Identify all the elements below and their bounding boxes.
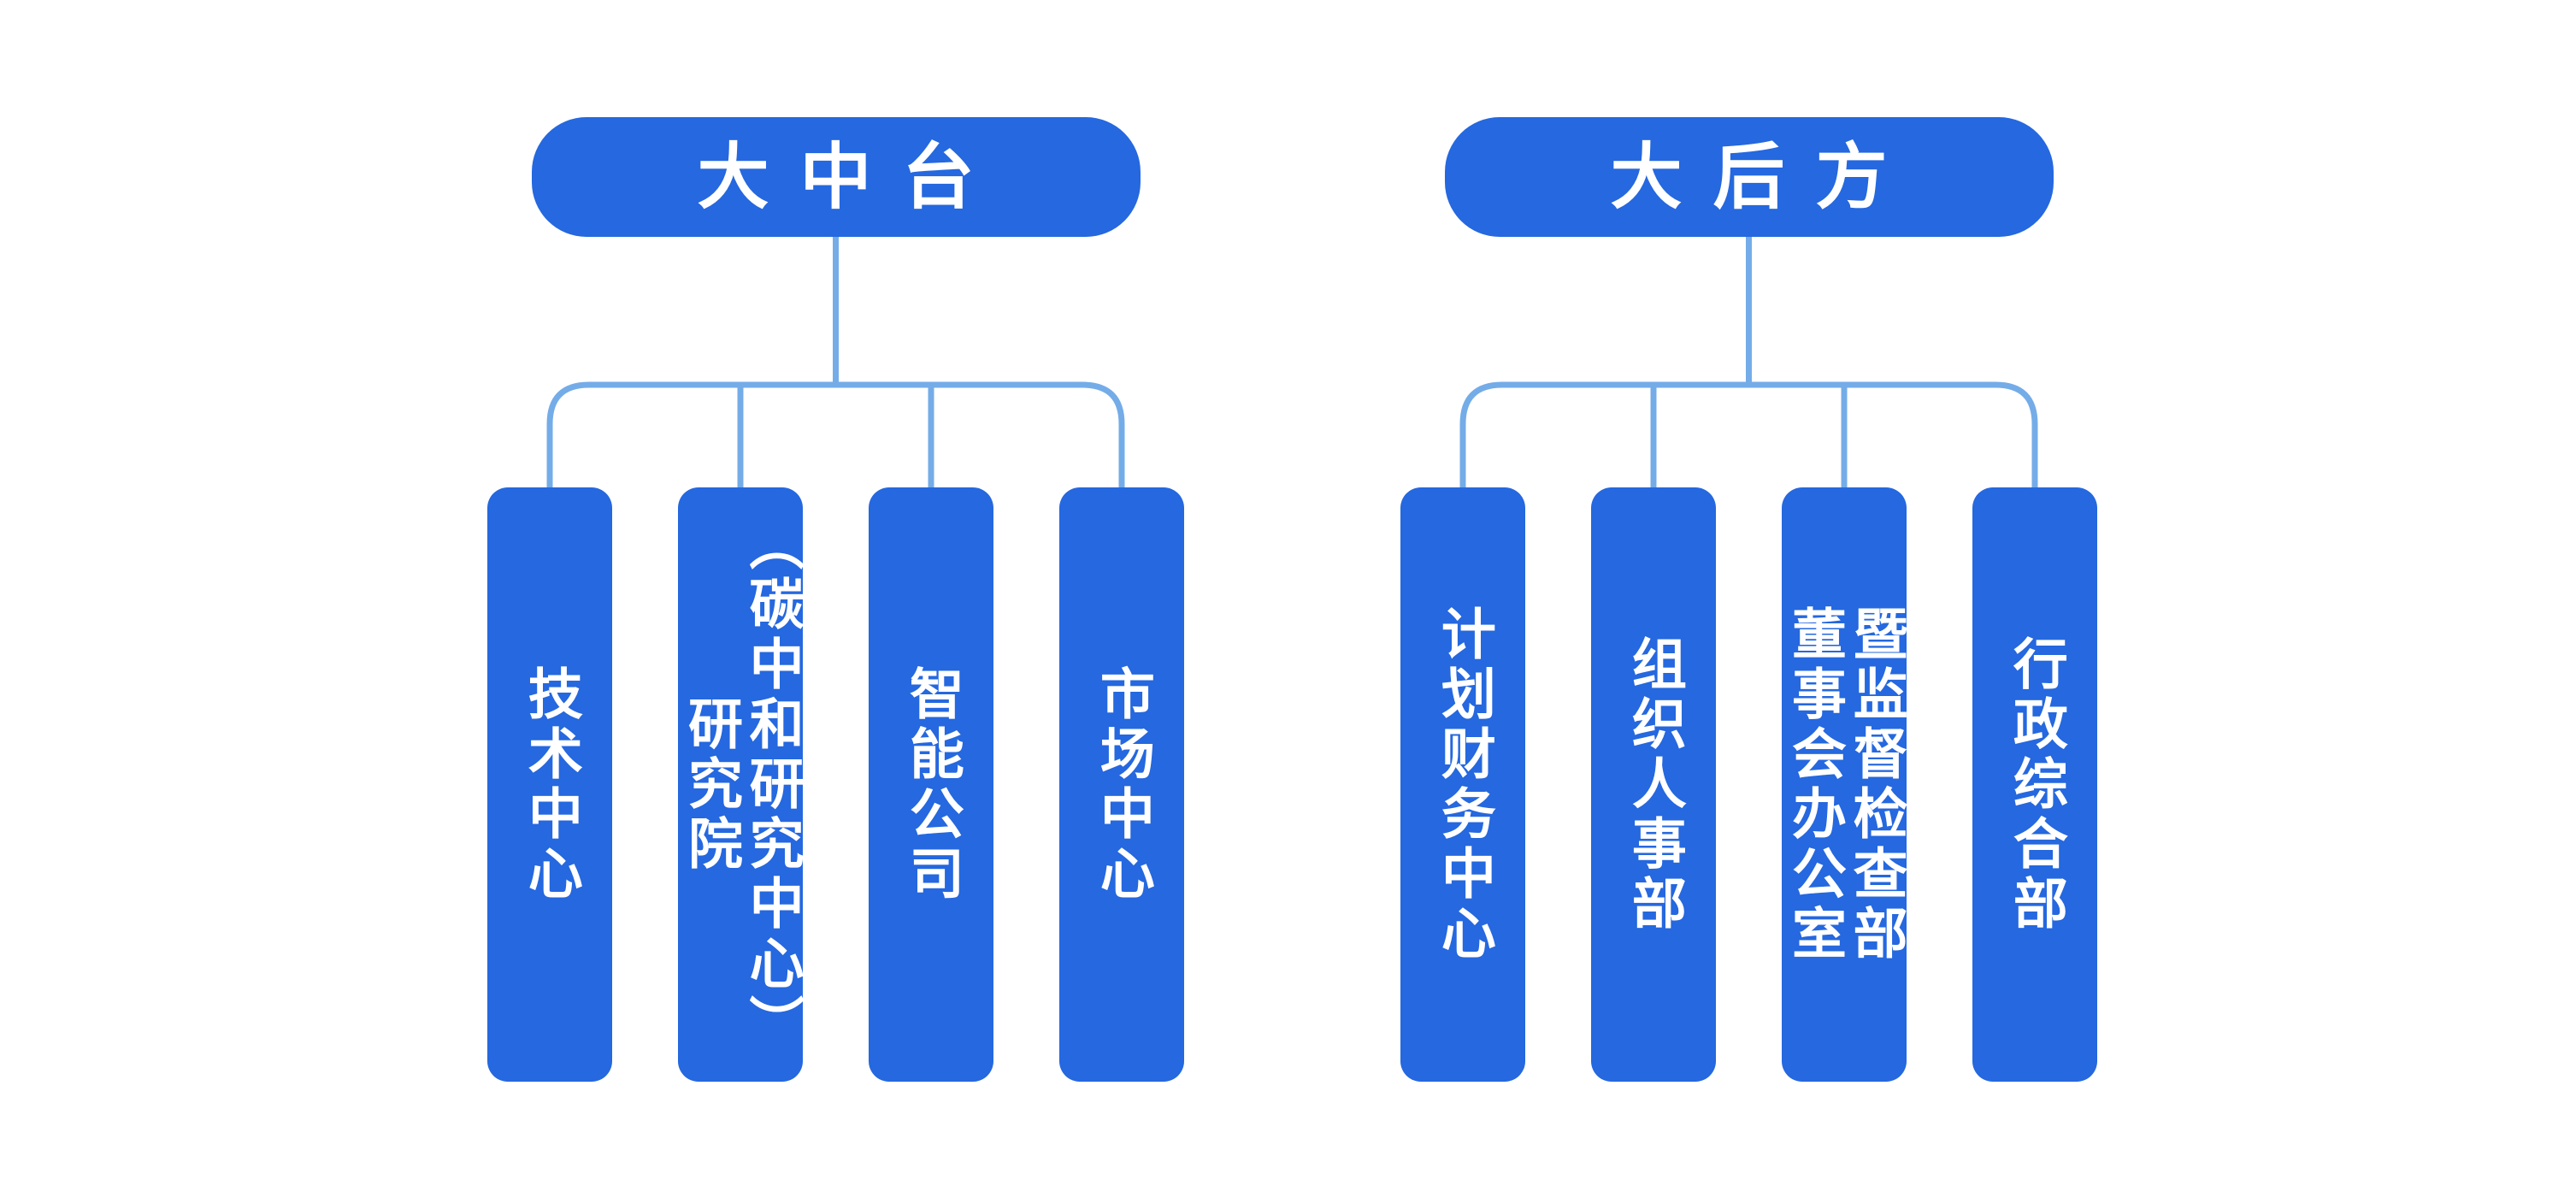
connector-group-right [1459,237,2038,489]
child-node: 研究院 （碳中和研究中心） [678,487,804,1082]
child-node-label: 行政综合部 [2003,634,2067,935]
parent-node: 大中台 [531,117,1141,237]
child-node: 市场中心 [1059,487,1184,1082]
child-node: 董事会办公室 暨监督检查部 [1782,487,1907,1082]
child-node: 行政综合部 [1972,487,2097,1082]
child-node-label: 技术中心 [518,664,582,905]
bus-line [1459,381,2038,489]
parent-node-label: 大后方 [1610,135,1919,219]
parent-node: 大后方 [1444,117,2054,237]
child-node: 技术中心 [487,487,612,1082]
connector-group-left [546,237,1125,489]
child-node: 智能公司 [869,487,993,1082]
child-node: 组织人事部 [1591,487,1716,1082]
bus-line [546,381,1125,489]
child-node-label: 董事会办公室 暨监督检查部 [1783,605,1907,965]
child-node-label: 组织人事部 [1622,634,1686,935]
child-node-label: 计划财务中心 [1431,605,1495,965]
child-node-label: 市场中心 [1090,664,1154,905]
child-node: 计划财务中心 [1400,487,1525,1082]
child-node-label: 智能公司 [899,664,964,905]
child-node-label: 研究院 （碳中和研究中心） [679,515,804,1054]
parent-node-label: 大中台 [697,135,1005,219]
